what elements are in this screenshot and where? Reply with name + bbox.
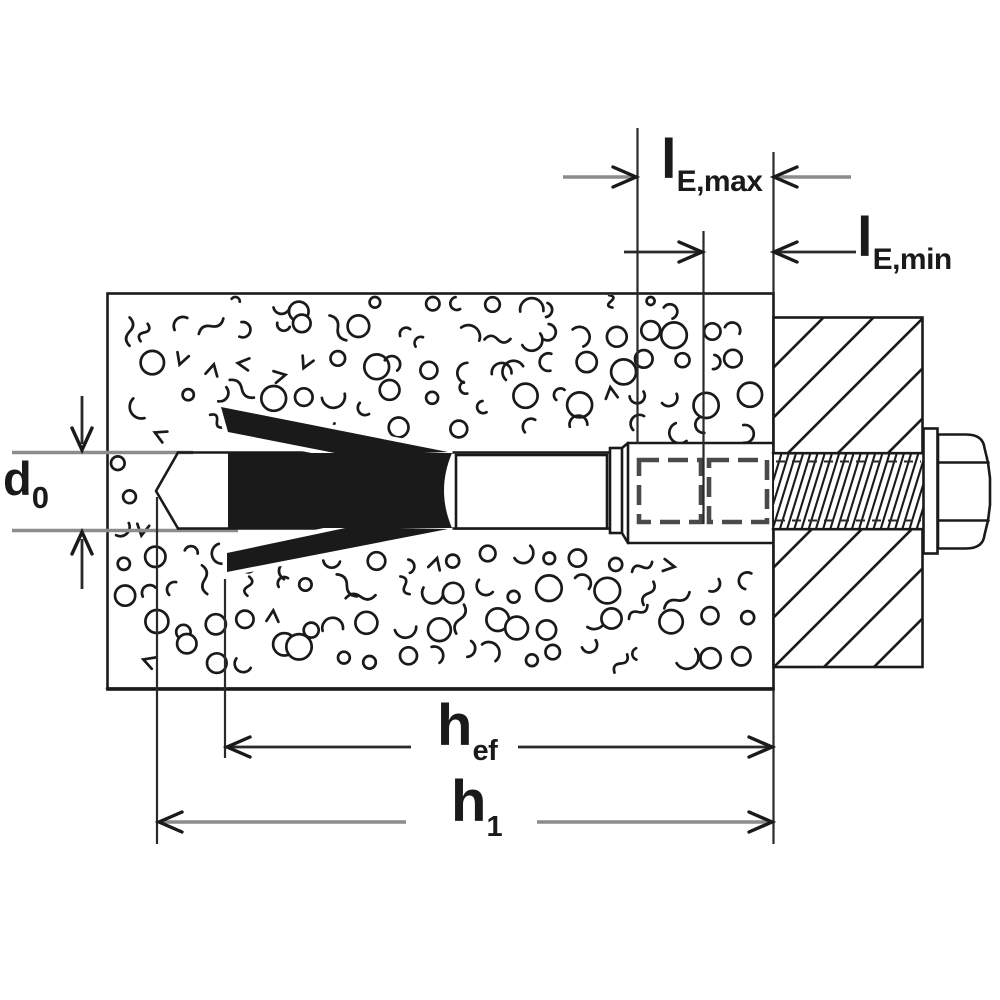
dim-label-d0: d0: [3, 452, 49, 513]
dimension-h1: [154, 497, 777, 844]
dim-label-le-max: lE,max: [661, 127, 763, 197]
spacer-sleeve: [626, 441, 774, 545]
dim-label-le-min: lE,min: [857, 205, 952, 275]
bolt-shank: [454, 453, 609, 530]
thread-lines: [774, 454, 923, 529]
dim-label-h1-sub: 1: [486, 811, 503, 843]
dim-label-h-ef-base: h: [437, 693, 473, 758]
dim-label-le-min-base: l: [857, 205, 873, 268]
expansion-cone: [228, 453, 452, 528]
bolt-step-ring: [608, 446, 624, 535]
threaded-rod: [771, 451, 925, 531]
dim-label-d0-base: d: [3, 452, 32, 505]
dim-label-d0-sub: 0: [31, 480, 49, 515]
dimension-h-ef: [222, 579, 777, 844]
hex-nut: [936, 433, 992, 550]
dim-label-h1-base: h: [451, 769, 487, 834]
dim-label-le-min-sub: E,min: [872, 243, 953, 276]
expansion-wing-bottom: [227, 527, 448, 572]
embedment-zone-min: [706, 457, 770, 525]
dim-label-h1: h1: [451, 769, 503, 842]
dimension-le-min: [624, 231, 856, 524]
expansion-wing-top: [221, 407, 448, 456]
anchor-bolt: [216, 402, 774, 577]
hole-diameter-reference-lines: [12, 450, 238, 533]
embedment-zone-max: [636, 457, 704, 525]
dim-label-le-max-sub: E,max: [676, 165, 763, 198]
dimension-d0: [70, 396, 94, 589]
dim-label-h-ef: hef: [437, 693, 498, 766]
dimension-le-max: [563, 128, 851, 444]
dim-label-h-ef-sub: ef: [472, 735, 498, 767]
dim-label-le-max-base: l: [661, 127, 677, 190]
washer: [922, 427, 939, 555]
